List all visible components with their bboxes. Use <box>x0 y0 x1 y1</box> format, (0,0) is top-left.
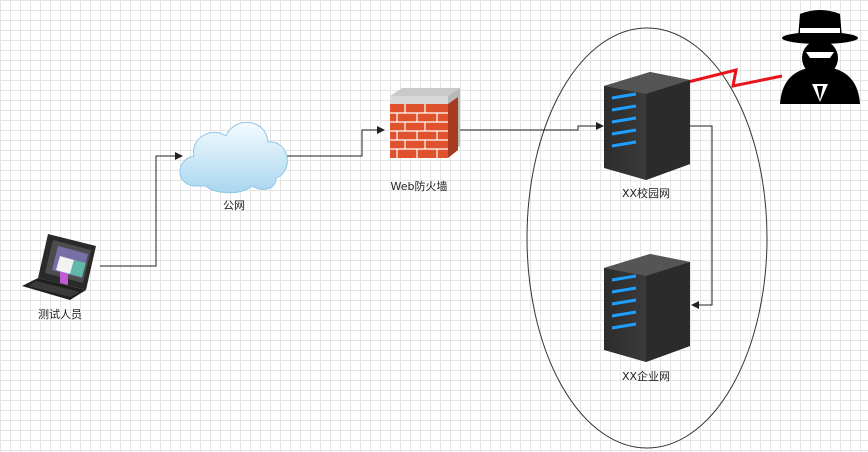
node-label-tester: 测试人员 <box>38 308 82 321</box>
edge-public-to-waf <box>286 126 385 157</box>
node-label-waf: Web防火墙 <box>390 180 448 193</box>
network-boundary-ellipse <box>526 27 768 449</box>
server-icon[interactable] <box>604 254 690 362</box>
firewall-icon[interactable] <box>390 88 460 158</box>
server-icon[interactable] <box>604 72 690 180</box>
node-label-campus-net: XX校园网 <box>621 187 671 200</box>
node-label-public-net: 公网 <box>223 199 245 212</box>
edge-tester-to-public <box>100 152 183 267</box>
attack-bolt <box>687 67 783 88</box>
edge-campus-to-enterprise <box>690 125 713 309</box>
laptop-icon[interactable] <box>22 234 96 300</box>
cloud-icon[interactable] <box>179 121 288 194</box>
edge-waf-to-campus <box>452 122 604 131</box>
hacker-icon[interactable] <box>780 10 860 104</box>
node-label-enterprise-net: XX企业网 <box>621 370 671 383</box>
